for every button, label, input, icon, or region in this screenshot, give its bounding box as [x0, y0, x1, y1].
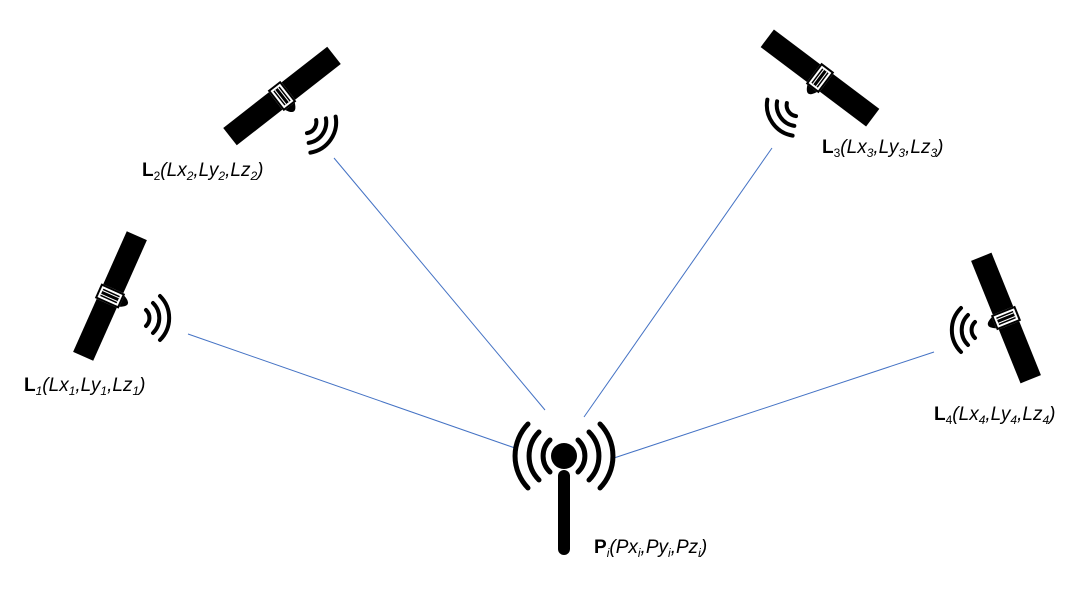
range-line-l3 — [583, 147, 773, 418]
coord-z-sub: i — [698, 546, 701, 560]
coord-z: Lz — [910, 137, 931, 158]
node-label-pi: Pi(Pxi,Pyi,Pzi) — [594, 537, 708, 560]
coord-y-sub: 4 — [1010, 413, 1018, 427]
satellite-icon — [220, 44, 348, 153]
antenna-icon — [512, 421, 616, 555]
coord-y-sub: i — [668, 546, 671, 560]
range-line-l4 — [613, 351, 935, 459]
signal-waves-icon — [757, 89, 807, 143]
satellite-icon — [70, 229, 156, 366]
label-paren: ( — [160, 160, 167, 181]
coord-z: Lz — [230, 160, 251, 181]
coord-x-sub: 4 — [978, 413, 986, 427]
label-paren: ( — [952, 404, 959, 425]
coord-x-sub: 1 — [68, 384, 76, 398]
coord-z: Lz — [1022, 404, 1043, 425]
comma: , — [193, 160, 199, 181]
label-paren: ) — [139, 375, 146, 396]
label-paren: ( — [42, 375, 49, 396]
label-index: 3 — [833, 146, 841, 160]
coord-z-sub: 3 — [930, 146, 938, 160]
coord-y: Ly — [990, 404, 1011, 425]
label-paren: ) — [937, 137, 944, 158]
coord-z: Lz — [112, 375, 133, 396]
label-index: 2 — [153, 169, 161, 183]
label-letter: L — [142, 160, 154, 181]
coord-y-sub: 2 — [218, 169, 226, 183]
range-line-l1 — [187, 333, 516, 449]
coord-y: Ly — [198, 160, 219, 181]
range-lines — [187, 147, 935, 459]
label-paren: ( — [609, 537, 616, 558]
label-letter: L — [24, 375, 36, 396]
comma: , — [107, 375, 113, 396]
label-letter: P — [594, 537, 607, 558]
label-paren: ) — [257, 160, 264, 181]
signal-waves-icon — [296, 106, 346, 160]
range-line-l2 — [333, 157, 546, 411]
coord-y: Py — [645, 537, 669, 558]
satellite-icon — [962, 250, 1044, 388]
coord-x: Lx — [166, 160, 187, 181]
coord-x: Lx — [48, 375, 69, 396]
label-paren: ) — [700, 537, 708, 558]
comma: , — [225, 160, 231, 181]
label-paren: ) — [1049, 404, 1056, 425]
coord-x-sub: 2 — [186, 169, 194, 183]
coord-x: Lx — [846, 137, 867, 158]
coord-y: Ly — [878, 137, 899, 158]
label-index: i — [606, 546, 610, 560]
comma: , — [670, 537, 676, 558]
satellite-icon — [754, 26, 882, 135]
label-index: 1 — [35, 384, 43, 398]
comma: , — [75, 375, 81, 396]
coord-y-sub: 3 — [898, 146, 906, 160]
signal-waves-icon — [949, 306, 977, 354]
label-index: 4 — [945, 413, 953, 427]
coord-x-sub: 3 — [866, 146, 874, 160]
comma: , — [1017, 404, 1023, 425]
signal-waves-icon — [144, 294, 172, 342]
coord-x: Px — [615, 537, 638, 558]
comma: , — [873, 137, 879, 158]
coord-z-sub: 4 — [1042, 413, 1050, 427]
coord-x-sub: i — [637, 546, 641, 560]
coord-z-sub: 1 — [132, 384, 140, 398]
satellite-label-l1: L1(Lx1,Ly1,Lz1) — [24, 375, 146, 398]
coord-z: Pz — [675, 537, 699, 558]
coord-y: Ly — [80, 375, 101, 396]
coord-x: Lx — [958, 404, 979, 425]
comma: , — [985, 404, 991, 425]
comma: , — [640, 537, 646, 558]
label-letter: L — [822, 137, 834, 158]
coord-z-sub: 2 — [250, 169, 258, 183]
coord-y-sub: 1 — [100, 384, 108, 398]
satellite-label-l3: L3(Lx3,Ly3,Lz3) — [822, 137, 944, 160]
label-letter: L — [934, 404, 946, 425]
satellite-label-l2: L2(Lx2,Ly2,Lz2) — [142, 160, 264, 183]
satellite-label-l4: L4(Lx4,Ly4,Lz4) — [934, 404, 1056, 427]
comma: , — [905, 137, 911, 158]
label-paren: ( — [840, 137, 847, 158]
